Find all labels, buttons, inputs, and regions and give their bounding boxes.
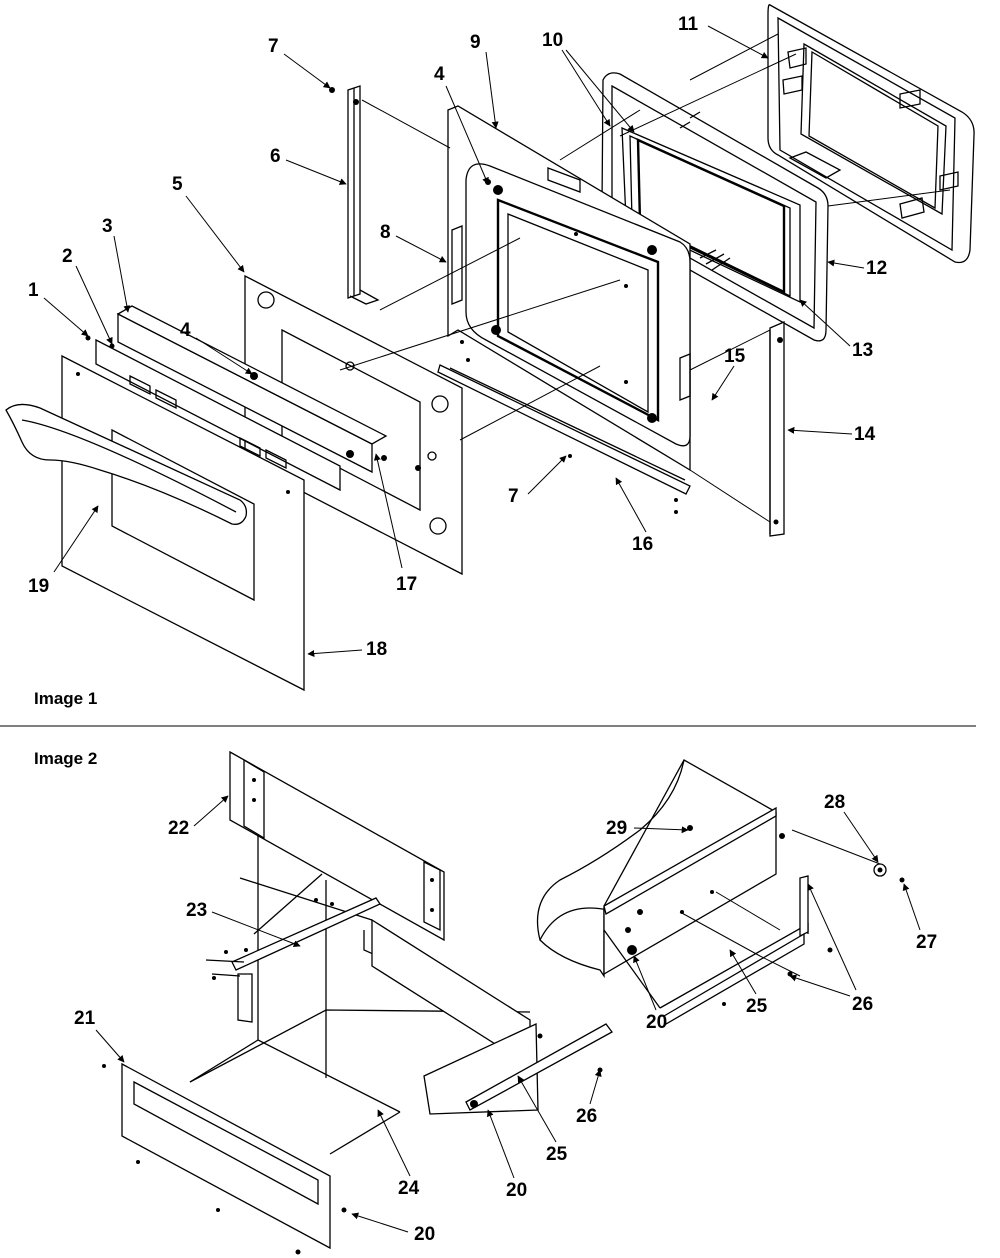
part-14-side-trim xyxy=(769,321,785,537)
callout-20c: 20 xyxy=(646,1012,667,1033)
drawer-detail-view xyxy=(536,759,905,1025)
callout-24: 24 xyxy=(398,1178,420,1199)
callout-21: 21 xyxy=(74,1008,96,1029)
callout-25b: 25 xyxy=(746,996,768,1017)
image-1-label: Image 1 xyxy=(34,689,97,708)
callout-20a: 20 xyxy=(506,1180,527,1201)
callout-22: 22 xyxy=(168,818,189,839)
part-18-outer-door-panel xyxy=(61,354,305,692)
callout-8: 8 xyxy=(380,222,391,243)
callout-27: 27 xyxy=(916,932,937,953)
callout-16: 16 xyxy=(632,534,653,555)
part-23-left-rail xyxy=(205,897,381,1023)
part-16-bottom-rail xyxy=(437,340,691,514)
image-2-label: Image 2 xyxy=(34,749,97,768)
callout-26a: 26 xyxy=(576,1106,597,1127)
callout-13: 13 xyxy=(852,340,873,361)
callout-7b: 7 xyxy=(508,486,519,507)
callout-11: 11 xyxy=(678,14,699,35)
callout-29: 29 xyxy=(606,818,627,839)
callouts-image-2: 22 23 21 24 20 25 26 20 29 28 27 20 25 2… xyxy=(74,792,937,1245)
part-11-door-liner xyxy=(767,4,975,264)
callout-4b: 4 xyxy=(434,64,445,85)
part-19-door-handle xyxy=(5,403,248,525)
callout-25a: 25 xyxy=(546,1144,568,1165)
callout-3: 3 xyxy=(102,216,113,237)
callout-9: 9 xyxy=(470,32,481,53)
callouts-image-1: 1 2 3 4 5 6 7 8 4 9 10 11 12 13 14 15 16… xyxy=(28,14,887,660)
part-6-hinge-strip xyxy=(329,85,380,305)
callout-23: 23 xyxy=(186,900,207,921)
callout-26b: 26 xyxy=(852,994,873,1015)
part-21-drawer-front xyxy=(102,1062,347,1255)
part-2-vent-trim xyxy=(85,335,341,492)
callout-28: 28 xyxy=(824,792,845,813)
callout-2: 2 xyxy=(62,246,73,267)
callout-15: 15 xyxy=(724,346,746,367)
part-25-right-rail xyxy=(423,1022,613,1115)
callout-1: 1 xyxy=(28,280,39,301)
callout-20b: 20 xyxy=(414,1224,435,1245)
callout-14: 14 xyxy=(854,424,876,445)
callout-7a: 7 xyxy=(268,36,279,57)
part-9-inner-panel xyxy=(447,105,691,472)
callout-10: 10 xyxy=(542,30,563,51)
callout-5: 5 xyxy=(172,174,183,195)
callout-18: 18 xyxy=(366,639,387,660)
oven-door-assembly xyxy=(5,4,975,692)
drawer-assembly xyxy=(102,750,905,1255)
callout-4a: 4 xyxy=(180,320,191,341)
part-22-back-panel xyxy=(229,750,445,942)
callout-17: 17 xyxy=(396,574,417,595)
callout-19: 19 xyxy=(28,576,49,597)
callout-12: 12 xyxy=(866,258,887,279)
callout-6: 6 xyxy=(270,146,281,167)
assembly-lines xyxy=(339,33,951,523)
